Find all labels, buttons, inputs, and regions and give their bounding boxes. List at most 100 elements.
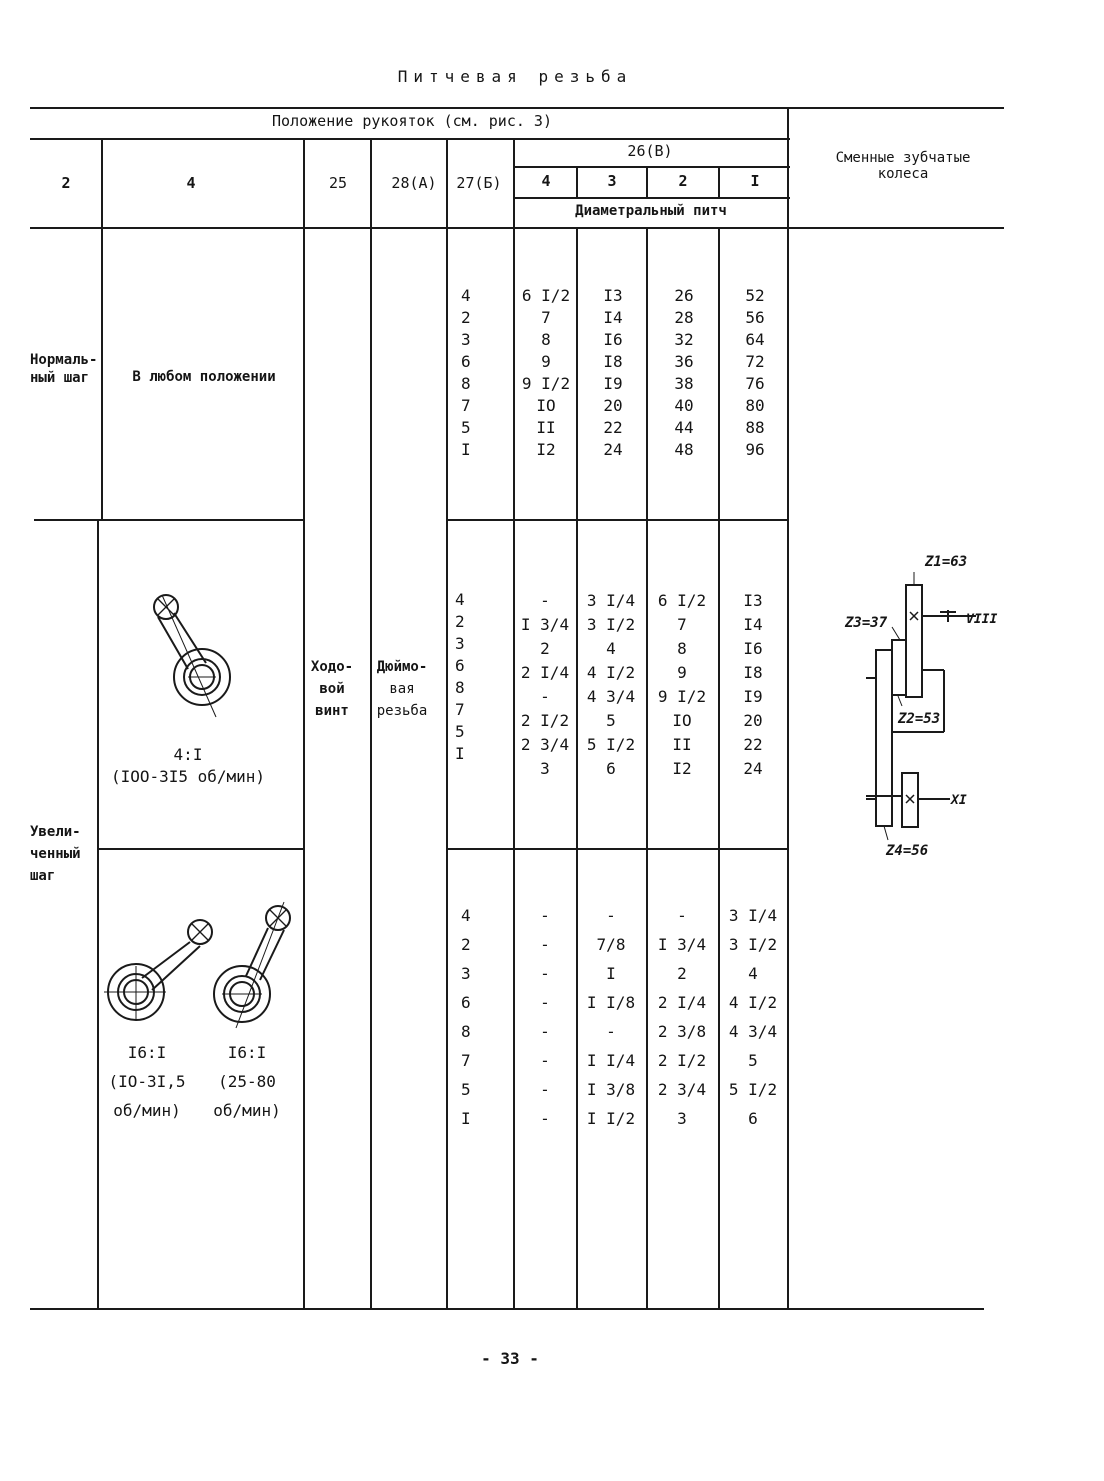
list-item: 6 — [748, 1109, 758, 1128]
list-item: 22 — [603, 418, 623, 437]
list-item: I3 — [743, 591, 763, 610]
header-sub-4: 4 — [541, 172, 551, 190]
normal-step-label-2: ный шаг — [30, 370, 90, 386]
list-item: 4 3/4 — [586, 687, 636, 706]
list-item: 76 — [745, 374, 765, 393]
list-item: I 3/4 — [520, 615, 570, 634]
list-item: I3 — [603, 286, 623, 305]
gears-caption: Сменные зубчатые колеса — [835, 150, 971, 182]
list-item: II — [672, 735, 692, 754]
list-item: 5 — [606, 711, 616, 730]
header-bottom-rule — [30, 227, 1004, 229]
normal-col27: 4 2 3 6 8 7 5 I — [461, 285, 471, 461]
list-item: 5 I/2 — [728, 1080, 778, 1099]
header-col-28: 28(А) — [391, 174, 437, 192]
list-item: 4 — [748, 964, 758, 983]
list-item: 20 — [743, 711, 763, 730]
list-item: 2 I/4 — [657, 993, 707, 1012]
inc1-col-pitch2: 6 I/2 7 8 9 9 I/2 IO II I2 — [648, 589, 716, 781]
vline-6-head — [576, 166, 578, 197]
vline-3 — [370, 138, 372, 1309]
vline-7-head — [646, 166, 648, 197]
list-item: 3 I/4 — [586, 591, 636, 610]
header-col-26: 26(В) — [627, 142, 673, 160]
list-item: 9 I/2 — [521, 374, 571, 393]
list-item: 5 — [461, 1080, 471, 1099]
gear-z1-label: Z1=63 — [925, 554, 968, 570]
list-item: I4 — [603, 308, 623, 327]
gear-z4-label: Z4=56 — [886, 843, 929, 859]
list-item: 2 — [677, 964, 687, 983]
gear-z3-label: Z3=37 — [845, 615, 888, 631]
list-item: 6 I/2 — [521, 286, 571, 305]
list-item: 2 — [461, 308, 471, 327]
list-item: 2 I/4 — [520, 663, 570, 682]
handle-lever-left-icon — [104, 919, 213, 1021]
ratio-16-1-right: I6:I — [227, 1043, 267, 1062]
gear-z2-label: Z2=53 — [898, 711, 941, 727]
list-item: 22 — [743, 735, 763, 754]
list-item: 5 I/2 — [586, 735, 636, 754]
handles-caption: Положение рукояток (см. рис. 3) — [272, 112, 552, 130]
lead-screw-label-2: вой — [319, 681, 345, 697]
list-item: 6 — [455, 656, 465, 675]
list-item: 7/8 — [596, 935, 626, 954]
list-item: 2 I/2 — [657, 1051, 707, 1070]
shaft-xi-label: XI — [951, 793, 967, 808]
list-item: 7 — [455, 700, 465, 719]
list-item: 38 — [674, 374, 694, 393]
list-item: 2 3/4 — [520, 735, 570, 754]
vline-6 — [576, 227, 578, 1309]
inc1-col-pitch3: 3 I/4 3 I/2 4 4 I/2 4 3/4 5 5 I/2 6 — [578, 589, 644, 781]
any-position-text: В любом положении — [132, 369, 276, 385]
list-item: I2 — [672, 759, 692, 778]
header-rule-26 — [514, 166, 790, 168]
list-item: 3 — [461, 964, 471, 983]
list-item: I9 — [743, 687, 763, 706]
normal-step-label-1: Нормаль- — [30, 352, 98, 368]
list-item: 4 — [461, 286, 471, 305]
list-item: I2 — [536, 440, 556, 459]
list-item: 8 — [541, 330, 551, 349]
vline-8 — [718, 227, 720, 1309]
inc2-col-pitch3: - 7/8 I I I/8 - I I/4 I 3/8 I I/2 — [578, 901, 644, 1133]
section-rule-1a — [34, 519, 304, 521]
list-item: - — [540, 935, 550, 954]
list-item: I4 — [743, 615, 763, 634]
inc2-col-pitch2: - I 3/4 2 2 I/4 2 3/8 2 I/2 2 3/4 3 — [648, 901, 716, 1133]
list-item: 6 — [461, 993, 471, 1012]
list-item: I9 — [603, 374, 623, 393]
page-number: - 33 - — [481, 1349, 539, 1368]
section-rule-1b — [447, 519, 788, 521]
list-item: 9 I/2 — [657, 687, 707, 706]
list-item: 7 — [677, 615, 687, 634]
inch-thread-label-2: вая — [389, 681, 415, 697]
list-item: 3 — [540, 759, 550, 778]
list-item: 3 I/2 — [586, 615, 636, 634]
increased-step-label-3: шаг — [30, 868, 56, 884]
header-col-27: 27(Б) — [456, 174, 502, 192]
header-col-2: 2 — [61, 174, 71, 192]
list-item: 3 — [455, 634, 465, 653]
list-item: 7 — [541, 308, 551, 327]
list-item: I 3/4 — [657, 935, 707, 954]
list-item: IO — [672, 711, 692, 730]
vline-5 — [513, 138, 515, 1309]
list-item: 7 — [461, 396, 471, 415]
speed-right-2: об/мин) — [213, 1101, 281, 1120]
gear-train-diagram — [866, 572, 976, 841]
list-item: 6 — [461, 352, 471, 371]
list-item: 26 — [674, 286, 694, 305]
table-bottom-rule — [30, 1308, 984, 1310]
list-item: 3 I/4 — [728, 906, 778, 925]
ratio-16-1-left: I6:I — [127, 1043, 167, 1062]
list-item: I8 — [743, 663, 763, 682]
list-item: 2 3/4 — [657, 1080, 707, 1099]
list-item: 96 — [745, 440, 765, 459]
list-item: 7 — [461, 1051, 471, 1070]
inc2-col-pitch4: - - - - - - - - — [516, 901, 574, 1133]
header-col-25: 25 — [328, 174, 348, 192]
ratio-4-1: 4:I — [173, 745, 203, 764]
normal-col-pitch3: I3 I4 I6 I8 I9 20 22 24 — [580, 285, 646, 461]
list-item: 48 — [674, 440, 694, 459]
